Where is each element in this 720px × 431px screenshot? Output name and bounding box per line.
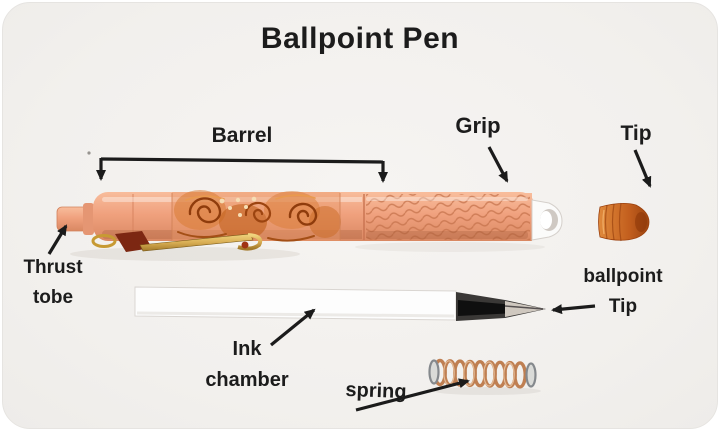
stray-dot (87, 151, 91, 155)
ink-chamber-label-line2: chamber (205, 369, 289, 391)
thrust-tube-label: Thrust tobe (12, 253, 94, 313)
clip-shape (91, 231, 263, 252)
ballpoint-tip-arrow (551, 304, 596, 315)
tip-cone-shape (598, 202, 650, 242)
thrust-tube-shape (56, 203, 94, 235)
thrust-tube-arrow (47, 224, 68, 255)
diagram-title: Ballpoint Pen (260, 22, 460, 55)
spring-shape (428, 358, 537, 389)
thrust-tube-label-line1: Thrust (23, 257, 83, 278)
barrel-pattern-dots (219, 196, 257, 217)
ink-chamber-arrow (269, 308, 316, 347)
grip-shape (362, 193, 532, 241)
ink-chamber-label-line1: Ink (232, 338, 262, 360)
grip-label: Grip (455, 113, 501, 138)
callout-arrows (47, 146, 652, 412)
barrel-label: Barrel (211, 124, 273, 147)
barrel-pattern-swirls (177, 194, 318, 242)
tip-arrow (633, 149, 652, 188)
nose-holder-shape (531, 199, 563, 241)
pen-body (56, 190, 650, 252)
ballpoint-tip-label-line1: ballpoint (583, 266, 663, 287)
spring-arrow (355, 378, 470, 412)
ballpoint-tip-label: ballpoint Tip (572, 262, 674, 322)
ink-chamber-label: Ink chamber (194, 334, 300, 396)
spring-label: spring (345, 378, 407, 404)
barrel-pattern (171, 190, 341, 242)
tip-label: Tip (620, 122, 652, 145)
ink-refill (134, 286, 546, 321)
ballpoint-tip-shape (456, 292, 546, 321)
grip-arrow (487, 146, 509, 183)
barrel-bracket (87, 151, 388, 183)
thrust-tube-label-line2: tobe (32, 287, 74, 308)
ballpoint-tip-label-line2: Tip (608, 296, 638, 317)
